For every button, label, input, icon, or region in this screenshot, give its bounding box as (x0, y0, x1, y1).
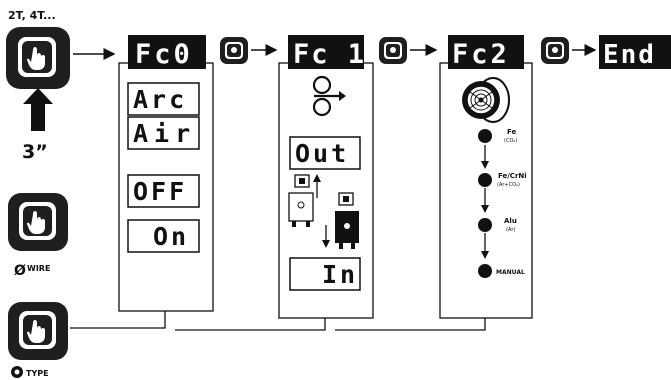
wire-spool-icon (462, 77, 510, 123)
wire-feed-icon (312, 75, 346, 117)
fc1-out-label: Out (295, 139, 349, 168)
material-gas: (Ar) (506, 227, 515, 233)
wire-symbol: Ø (14, 263, 26, 279)
fc1-in-box[interactable] (289, 257, 361, 291)
fc0-option-2-box[interactable] (127, 116, 200, 150)
type-button[interactable] (8, 302, 68, 360)
material-name: MANUAL (496, 269, 525, 276)
material-chain (481, 145, 489, 259)
end-header: End (603, 40, 656, 70)
end-display (599, 35, 671, 69)
fc1-display (288, 35, 364, 69)
fc0-option-1-box[interactable] (127, 82, 200, 116)
hold-time-label: 3” (22, 141, 48, 163)
material-item-alu[interactable]: Alu (Ar) (478, 217, 517, 233)
wire-feeder-icon (288, 174, 359, 249)
main-button[interactable] (6, 27, 70, 89)
fc0-option-3-box[interactable] (127, 174, 200, 208)
hand-press-button-icon (231, 47, 237, 53)
fc0-header: Fc0 (135, 39, 193, 70)
next-button-3[interactable] (541, 37, 569, 64)
fc0-option-3: OFF (133, 177, 187, 206)
type-spool-icon (11, 366, 23, 378)
fc2-header: Fc2 (452, 39, 510, 70)
fc1-out-box[interactable] (289, 136, 361, 170)
material-name: Fe/CrNi (498, 172, 527, 180)
fc0-option-4-box[interactable] (127, 219, 200, 253)
fc1-in-label: In (322, 260, 358, 289)
fc0-option-1: Arc (133, 85, 187, 114)
material-gas: (Ar+CO₂) (497, 182, 520, 188)
fc1-header: Fc 1 (293, 39, 366, 70)
type-button-label: TYPE (26, 369, 49, 378)
wire-button-label: WIRE (27, 264, 50, 273)
next-button-1[interactable] (220, 37, 248, 64)
fc0-option-4: On (153, 222, 189, 251)
material-item-fe[interactable]: Fe (CO₂) (478, 128, 517, 144)
top-caption: 2T, 4T... (8, 9, 56, 22)
fc0-display (128, 35, 206, 69)
hand-press-button-icon (552, 47, 558, 53)
material-item-fe-crni[interactable]: Fe/CrNi (Ar+CO₂) (478, 172, 527, 188)
fc2-display (448, 35, 524, 69)
material-gas: (CO₂) (504, 138, 517, 144)
hand-press-button-icon (390, 47, 396, 53)
next-button-2[interactable] (379, 37, 407, 64)
wire-button[interactable] (8, 193, 68, 251)
fc0-option-2: Air (133, 119, 196, 148)
material-name: Fe (507, 128, 516, 136)
hold-arrow-icon (23, 88, 53, 131)
material-name: Alu (504, 217, 517, 225)
material-item-manual[interactable]: MANUAL (478, 264, 525, 278)
